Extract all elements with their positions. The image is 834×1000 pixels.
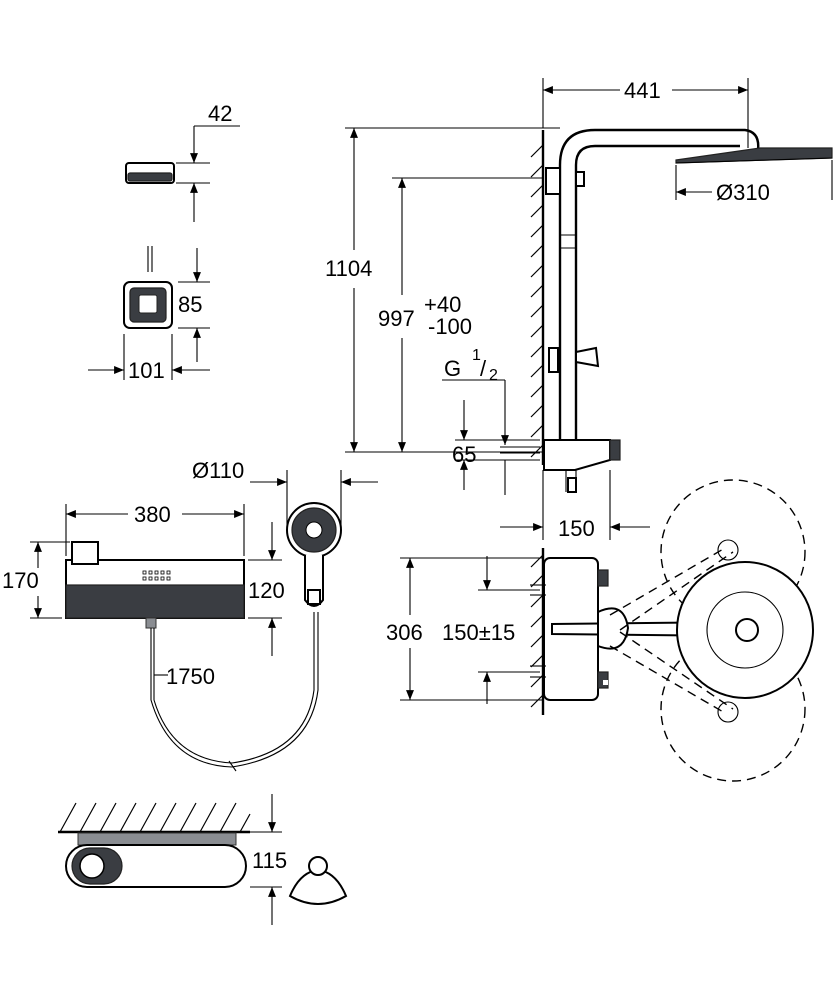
- wall-hatching-upper: [530, 130, 545, 465]
- smartcontrol-front-view: [88, 246, 210, 380]
- dim-thermostat-projection: 150: [558, 516, 595, 541]
- dim-inlet-spacing: 150±15: [442, 620, 515, 645]
- dim-thread-g: G: [444, 356, 461, 381]
- dim-rail-height: 997: [378, 306, 415, 331]
- hose-and-handshower: [150, 502, 342, 772]
- smartcontrol-side-view: [125, 125, 240, 222]
- dim-inlet-offset: 65: [452, 442, 476, 467]
- dims-column-side: [345, 78, 833, 540]
- dim-control-height: 85: [178, 292, 202, 317]
- dim-thread-slash: /: [480, 356, 487, 381]
- dims-plan-view: [400, 556, 546, 704]
- dims-shelf: [250, 794, 282, 925]
- dim-thread-den: 2: [489, 367, 498, 384]
- dim-handshower-diameter: Ø110: [192, 458, 244, 483]
- dim-shelf-depth: 115: [252, 848, 287, 873]
- dim-thermostat-height: 170: [2, 568, 39, 593]
- dim-hose-length: 1750: [166, 664, 215, 689]
- dim-plan-depth: 306: [386, 620, 423, 645]
- dim-head-diameter: Ø310: [716, 180, 770, 205]
- dim-control-depth: 42: [208, 101, 232, 126]
- dims-thermostat-front: [30, 470, 378, 676]
- dim-thread-num: 1: [472, 347, 481, 364]
- shelf-top-view: [58, 802, 348, 905]
- dim-thermostat-width: 380: [134, 502, 171, 527]
- dim-rail-height-plus: +40: [424, 292, 461, 317]
- shower-plan-view: [543, 479, 814, 782]
- dim-thermostat-body: 120: [248, 578, 285, 603]
- dim-rail-height-minus: -100: [428, 314, 472, 339]
- dim-total-height: 1104: [325, 256, 372, 281]
- dim-head-projection: 441: [624, 78, 661, 103]
- wall-hatching-lower: [530, 548, 545, 715]
- shower-column-side: [543, 128, 833, 493]
- thermostat-front-view: [65, 541, 245, 629]
- dim-control-width: 101: [128, 358, 165, 383]
